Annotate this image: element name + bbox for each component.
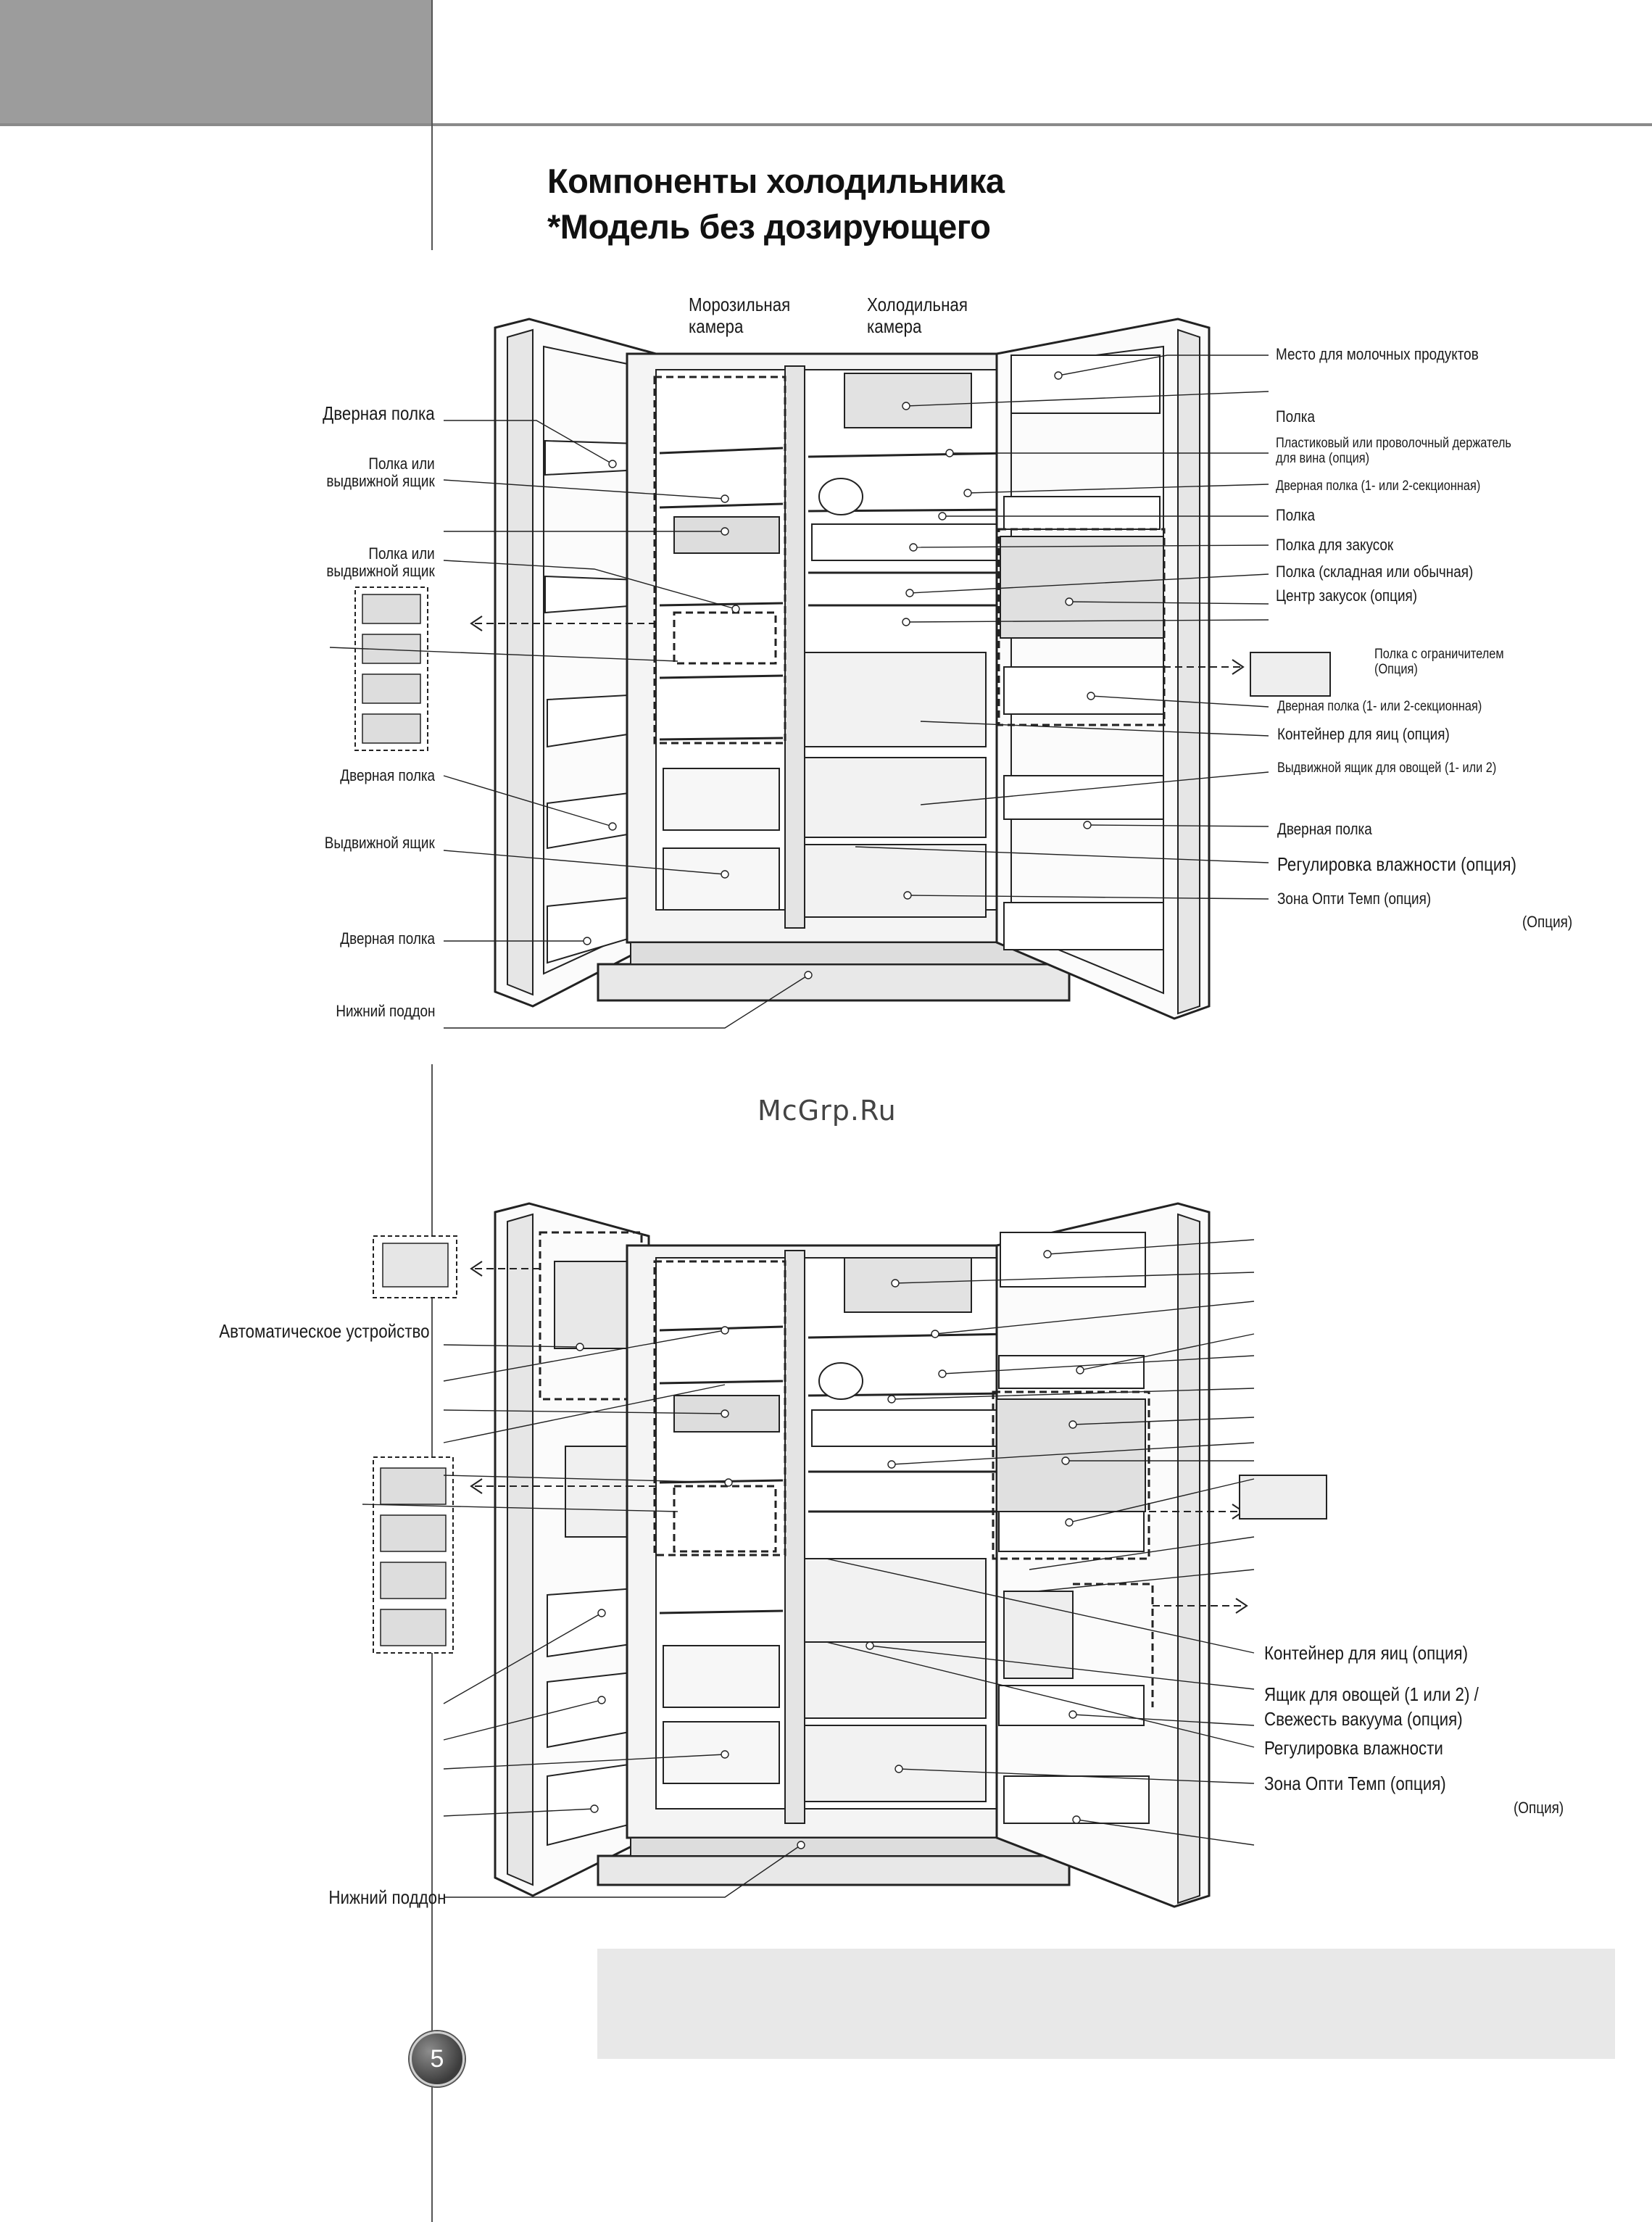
top-right-label-dairy: Место для молочных продуктов [1276, 345, 1479, 363]
top-right-label-shelf-2: Полка [1276, 506, 1315, 524]
header-gray-block [0, 0, 433, 123]
header-rule [0, 123, 1652, 126]
bottom-leaders [362, 1239, 1255, 1898]
top-right-label-snack-center: Центр закусок (опция) [1276, 586, 1418, 605]
bottom-right-label-vegetable-box: Ящик для овощей (1 или 2) / Свежесть вак… [1264, 1683, 1479, 1730]
margin-rule-top [431, 0, 433, 250]
page-title-line2: *Модель без дозирующего [547, 207, 991, 246]
top-right-label-option: (Опция) [1522, 913, 1573, 931]
top-left-leaders [329, 420, 813, 1029]
top-left-label-door-shelf-3: Дверная полка [340, 929, 435, 948]
top-right-label-snack-shelf: Полка для закусок [1276, 536, 1394, 554]
top-right-label-shelf-1: Полка [1276, 407, 1315, 426]
top-left-label-shelf-drawer-2: Полка или выдвижной ящик [326, 544, 435, 580]
top-right-label-humidity: Регулировка влажности (опция) [1277, 853, 1516, 875]
fridge-bottom-diagram [373, 1202, 1327, 1908]
top-left-label-shelf-drawer-1: Полка или выдвижной ящик [326, 455, 435, 490]
watermark: McGrp.Ru [757, 1095, 897, 1127]
top-right-leaders [855, 355, 1269, 900]
top-right-label-door-shelf-1: Дверная полка (1- или 2-секционная) [1276, 478, 1481, 494]
top-right-label-door-shelf-3: Дверная полка [1277, 820, 1372, 838]
page-number-badge: 5 [410, 2031, 465, 2086]
top-right-label-optitemp: Зона Опти Темп (опция) [1277, 890, 1432, 908]
bottom-left-label-bottom-tray: Нижний поддон [328, 1886, 446, 1908]
fridge-compartment-label: Холодильная камера [867, 294, 968, 337]
top-left-label-drawer: Выдвижной ящик [325, 834, 435, 852]
bottom-right-label-egg-container: Контейнер для яиц (опция) [1264, 1642, 1469, 1664]
top-right-label-folding-shelf: Полка (складная или обычная) [1276, 563, 1474, 581]
top-right-label-limiter-shelf: Полка с ограничителем (Опция) [1374, 647, 1504, 677]
bottom-right-label-optitemp: Зона Опти Темп (опция) [1264, 1773, 1446, 1794]
top-right-label-egg-container: Контейнер для яиц (опция) [1277, 725, 1450, 743]
freezer-compartment-label: Морозильная камера [689, 294, 791, 337]
bottom-right-label-humidity: Регулировка влажности [1264, 1737, 1443, 1759]
bottom-left-label-auto-device: Автоматическое устройство [219, 1320, 430, 1342]
top-right-label-vegetable-drawer: Выдвижной ящик для овощей (1- или 2) [1277, 760, 1497, 776]
top-left-label-door-shelf-2: Дверная полка [340, 766, 435, 784]
top-left-label-bottom-tray: Нижний поддон [335, 1002, 435, 1020]
page-title-line1: Компоненты холодильника [547, 162, 1005, 200]
top-left-label-door-shelf-1: Дверная полка [323, 402, 435, 424]
top-right-label-wine-holder: Пластиковый или проволочный держатель дл… [1276, 436, 1511, 466]
bottom-right-label-option: (Опция) [1514, 1799, 1564, 1817]
top-right-label-door-shelf-2: Дверная полка (1- или 2-секционная) [1277, 699, 1482, 714]
note-box [597, 1949, 1615, 2059]
fridge-top-diagram [354, 318, 1331, 1020]
